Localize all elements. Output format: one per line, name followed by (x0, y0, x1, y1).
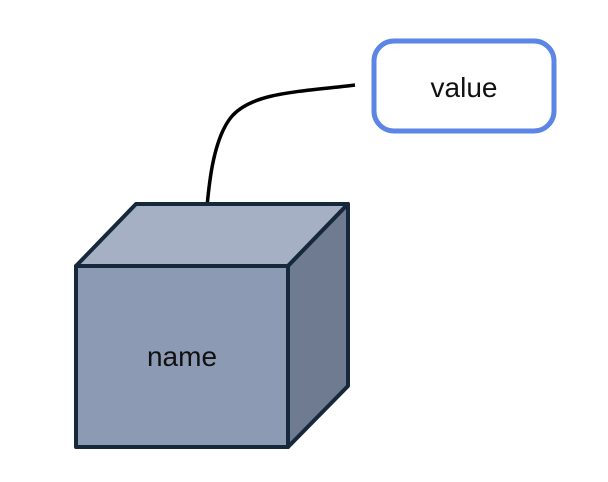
value-box: value (371, 38, 557, 134)
name-label: name (147, 341, 217, 372)
cube-front-face (74, 264, 290, 449)
arrow-shaft (203, 83, 356, 231)
value-box-border (371, 38, 557, 134)
name-cube: name (74, 202, 350, 449)
value-label: value (431, 72, 498, 103)
